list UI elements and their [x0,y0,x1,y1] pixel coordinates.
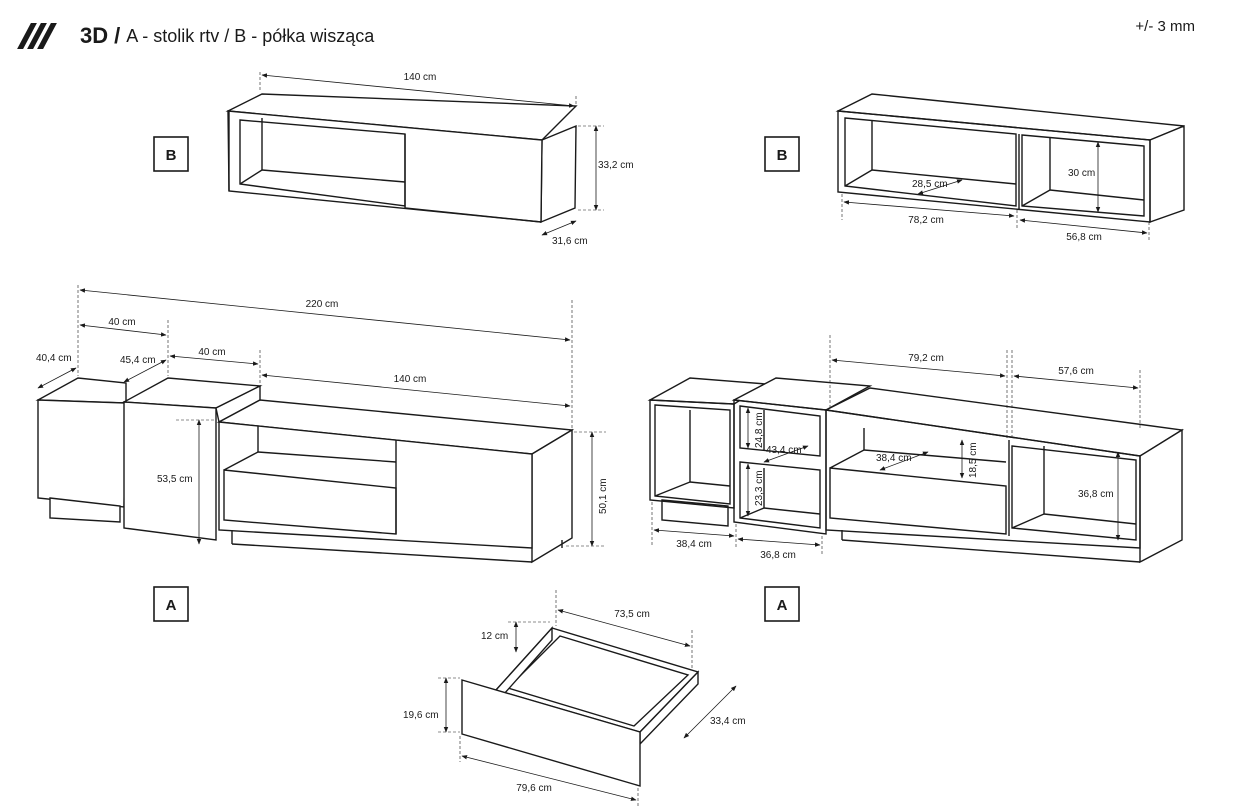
title-separator: / [114,23,121,48]
dim-a-inner-depth: 43,4 cm [766,445,802,456]
dim-b-left-width: 78,2 cm [908,215,944,226]
dim-b-width: 140 cm [404,72,437,83]
label-b-left: B [153,136,189,172]
dim-b-inner-depth: 28,5 cm [912,179,948,190]
dim-drawer-front-width: 79,6 cm [516,783,552,794]
label-a-left: A [153,586,189,622]
dim-drawer-depth: 33,4 cm [710,716,746,727]
page-subtitle: A - stolik rtv / B - półka wisząca [126,25,375,46]
dim-a-drawer-height: 18,5 cm [968,442,979,478]
dim-drawer-length: 73,5 cm [614,609,650,620]
label-a-right: A [764,586,800,622]
dim-b-depth: 31,6 cm [552,236,588,247]
dim-a-total-width: 220 cm [306,299,339,310]
svg-text:A: A [777,597,788,614]
shelf-b-open-view: 28,5 cm 30 cm 78,2 cm 56,8 cm [835,93,1185,243]
label-b-right: B [764,136,800,172]
dim-a-depth-2: 45,4 cm [120,355,156,366]
dim-a-drawer-depth: 38,4 cm [876,453,912,464]
dim-a-right-mid-width: 57,6 cm [1058,366,1094,377]
dim-a-depth-1: 40,4 cm [36,353,72,364]
dim-drawer-inner-height: 12 cm [481,631,508,642]
dim-b-right-width: 56,8 cm [1066,232,1102,243]
dim-a-main-width: 140 cm [394,374,427,385]
svg-text:B: B [777,147,788,164]
svg-text:A: A [166,597,177,614]
dim-a-bottom-mid: 36,8 cm [760,550,796,561]
dim-a-upper-inner: 24,8 cm [754,412,765,448]
header: 3D / A - stolik rtv / B - półka wisząca [17,18,375,54]
dim-a-top-offset: 40 cm [108,317,135,328]
dim-b-inner-height: 30 cm [1068,168,1095,179]
drawer-view: 73,5 cm 12 cm 19,6 cm 33,4 cm 79,6 cm [403,590,746,806]
tv-stand-a-open-view: 79,2 cm 57,6 cm 24,8 cm 43,4 cm 23,3 cm … [647,335,1185,564]
dim-a-main-height: 50,1 cm [598,478,609,514]
dim-a-block-height: 53,5 cm [157,474,193,485]
dim-drawer-front-height: 19,6 cm [403,710,439,721]
svg-text:B: B [166,147,177,164]
dim-b-height: 33,2 cm [598,160,634,171]
dim-a-bottom-left: 38,4 cm [676,539,712,550]
tolerance-note: +/- 3 mm [1135,18,1195,35]
dim-a-right-inner: 36,8 cm [1078,489,1114,500]
shelf-b-front-view: 140 cm 33,2 cm 31,6 cm [225,72,634,247]
dim-a-lower-inner: 23,3 cm [754,470,765,506]
dim-a-left-mid-width: 79,2 cm [908,353,944,364]
page-title: 3D [80,23,109,48]
dim-a-mid-width: 40 cm [198,347,225,358]
tv-stand-a-closed-view: 220 cm 40 cm 40,4 cm 45,4 cm 40 cm 140 c… [35,285,609,564]
